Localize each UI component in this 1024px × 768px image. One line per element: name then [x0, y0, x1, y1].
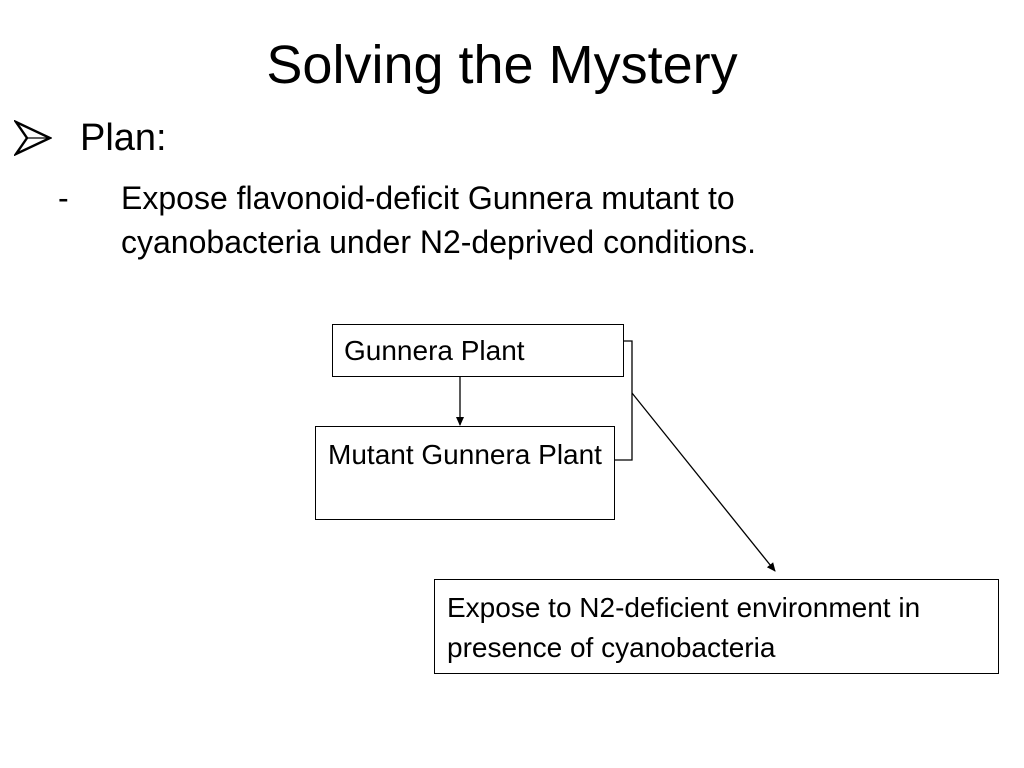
- expose-environment-box: Expose to N2-deficient environment in pr…: [434, 579, 999, 674]
- arrow-bracket-to-expose: [631, 392, 776, 572]
- bullet-item-plan: Plan:: [14, 112, 167, 164]
- slide-title: Solving the Mystery: [266, 35, 738, 95]
- sub-bullet-text: Expose flavonoid-deficit Gunnera mutant …: [121, 180, 757, 260]
- sub-bullet-marker: -: [58, 180, 69, 216]
- gunnera-plant-box: Gunnera Plant: [332, 324, 624, 377]
- mutant-gunnera-plant-box: Mutant Gunnera Plant: [315, 426, 615, 520]
- bullet-text: Plan:: [80, 117, 167, 159]
- arrowhead-bullet-icon: [14, 120, 52, 156]
